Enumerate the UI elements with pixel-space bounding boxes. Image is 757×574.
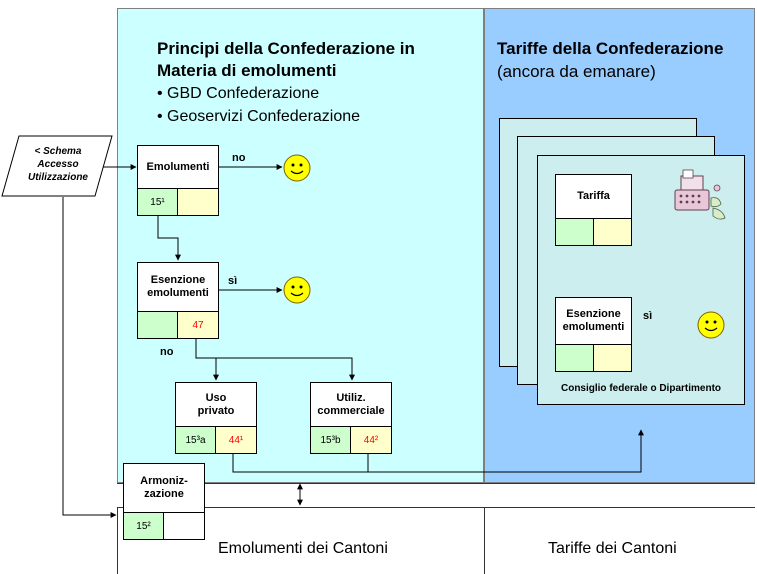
box-armonizzazione-label: Armoniz-zazione [124,464,204,512]
smiley-icon [283,154,311,182]
cantons-band [117,507,755,574]
schema-line2: Accesso [37,159,79,170]
separator-line [117,483,755,484]
box-uso-privato-article: 15³a [176,426,216,453]
box-tariffa-cell2 [593,218,631,245]
esenzione-line2: emolumenti [147,287,209,299]
box-utiliz-article: 15³b [311,426,351,453]
schema-accesso-link[interactable] [1,135,113,197]
box-tariffa-cell1 [556,218,594,245]
box-esenzione-cell1 [138,311,178,338]
box-utiliz-commerciale: Utiliz.commerciale 15³b 44² [310,382,392,454]
box-esenzione-right-cell1 [556,344,594,371]
armonizzazione-line2: zazione [144,488,184,500]
box-emolumenti-article: 15¹ [138,188,178,215]
left-title-line2: Materia di emolumenti [157,61,337,80]
edge-label-si-1: sì [228,275,238,287]
box-utiliz-label: Utiliz.commerciale [311,383,391,426]
box-utiliz-article2: 44² [351,426,391,453]
bullet-gbd: • GBD Confederazione [157,85,320,102]
esenzione-right-line1: Esenzione [566,308,621,320]
cantons-divider [484,507,485,574]
cantonal-emoluments-label: Emolumenti dei Cantoni [218,540,388,557]
smiley-icon [283,276,311,304]
box-armonizzazione-cell2 [164,512,204,539]
box-emolumenti-label: Emolumenti [146,160,210,173]
box-tariffa: Tariffa [555,174,632,246]
right-title: Tariffe della Confederazione [497,39,724,58]
utiliz-line2: commerciale [317,404,385,417]
box-emolumenti-cell2 [178,188,218,215]
edge-label-si-2: sì [643,310,653,322]
box-uso-privato-article2: 44¹ [216,426,256,453]
box-emolumenti: Emolumenti 15¹ [137,145,219,216]
utiliz-line1: Utiliz. [336,391,366,404]
right-subtitle: (ancora da emanare) [497,62,656,81]
esenzione-line1: Esenzione [150,274,206,286]
esenzione-right-line2: emolumenti [562,321,625,333]
box-esenzione-article: 47 [178,311,218,338]
uso-line2: privato [197,404,235,417]
box-esenzione-right-cell2 [593,344,631,371]
cash-register-icon [674,169,726,220]
smiley-icon [697,311,725,339]
uso-line1: Uso [205,391,227,404]
bullet-geoservizi: • Geoservizi Confederazione [157,108,361,125]
cantonal-tariffs-label: Tariffe dei Cantoni [548,540,677,557]
sheet-footer-label: Consiglio federale o Dipartimento [560,383,722,394]
armonizzazione-line1: Armoniz- [140,475,188,487]
edge-label-no-2: no [160,346,174,358]
schema-line3: Utilizzazione [27,172,88,183]
box-tariffa-label: Tariffa [577,190,610,202]
box-armonizzazione: Armoniz-zazione 15² [123,463,205,540]
left-title-line1: Principi della Confederazione in [157,39,415,58]
edge-label-no-1: no [232,152,246,164]
schema-line1: < Schema [34,146,82,157]
box-armonizzazione-article: 15² [124,512,164,539]
schema-link-text[interactable]: < Schema Accesso Utilizzazione [12,145,104,184]
